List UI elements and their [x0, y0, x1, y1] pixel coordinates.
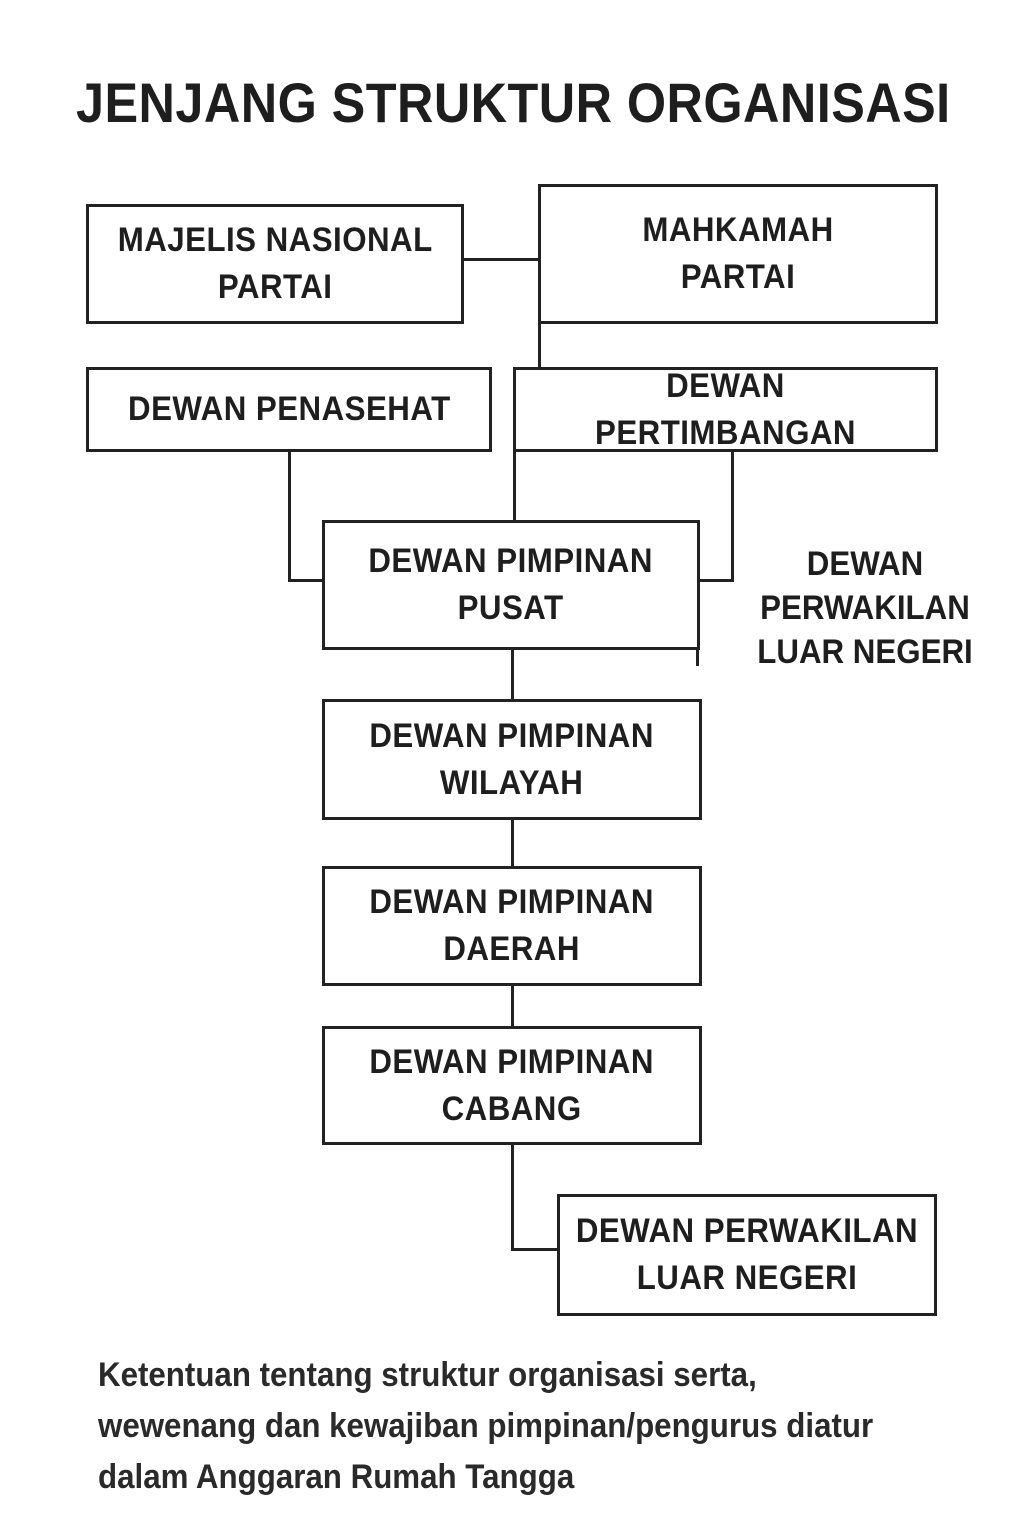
connector-daerah-cabang — [511, 984, 514, 1028]
diagram-title: JENJANG STRUKTUR ORGANISASI — [76, 71, 951, 134]
footnote: Ketentuan tentang struktur organisasi se… — [98, 1356, 874, 1496]
connector-cabang-perwakilan — [511, 1248, 559, 1251]
node-dewan-pimpinan-daerah: DEWAN PIMPINAN DAERAH — [322, 866, 702, 986]
connector-penasehat-down — [288, 450, 291, 582]
node-mahkamah-label: MAHKAMAH PARTAI — [642, 211, 834, 296]
node-dewan-pertimbangan: DEWAN PERTIMBANGAN — [513, 367, 938, 452]
connector-wilayah-daerah — [511, 818, 514, 868]
connector-pertimbangan-pusat — [513, 450, 516, 523]
node-dewan-penasehat: DEWAN PENASEHAT — [86, 367, 492, 452]
node-majelis-label: MAJELIS NASIONAL PARTAI — [117, 221, 433, 306]
node-daerah-label: DEWAN PIMPINAN DAERAH — [369, 883, 655, 968]
connector-majelis-mahkamah — [462, 258, 540, 261]
node-pertimbangan-label: DEWAN PERTIMBANGAN — [595, 366, 856, 452]
node-dewan-perwakilan-luar-negeri: DEWAN PERWAKILAN LUAR NEGERI — [557, 1194, 937, 1316]
node-majelis-nasional-partai: MAJELIS NASIONAL PARTAI — [86, 204, 464, 324]
connector-pusat-right — [698, 579, 734, 582]
node-cabang-label: DEWAN PIMPINAN CABANG — [369, 1042, 655, 1128]
connector-pusat-wilayah — [511, 648, 514, 701]
connector-pusat-tail — [696, 648, 699, 666]
connector-mahkamah-down — [538, 322, 541, 370]
connector-cabang-down — [511, 1143, 514, 1251]
node-penasehat-label: DEWAN PENASEHAT — [127, 390, 451, 429]
node-dewan-perwakilan-side: DEWAN PERWAKILAN LUAR NEGERI — [757, 545, 973, 672]
node-mahkamah-partai: MAHKAMAH PARTAI — [538, 184, 938, 324]
node-pusat-label: DEWAN PIMPINAN PUSAT — [368, 542, 654, 627]
node-dewan-pimpinan-wilayah: DEWAN PIMPINAN WILAYAH — [322, 699, 702, 820]
node-wilayah-label: DEWAN PIMPINAN WILAYAH — [369, 716, 655, 802]
node-dewan-pimpinan-cabang: DEWAN PIMPINAN CABANG — [322, 1026, 702, 1145]
node-perwakilan-bottom-label: DEWAN PERWAKILAN LUAR NEGERI — [575, 1212, 919, 1297]
connector-pertimbangan-right-down — [731, 450, 734, 582]
node-dewan-pimpinan-pusat: DEWAN PIMPINAN PUSAT — [322, 520, 700, 650]
connector-penasehat-pusat — [288, 579, 326, 582]
